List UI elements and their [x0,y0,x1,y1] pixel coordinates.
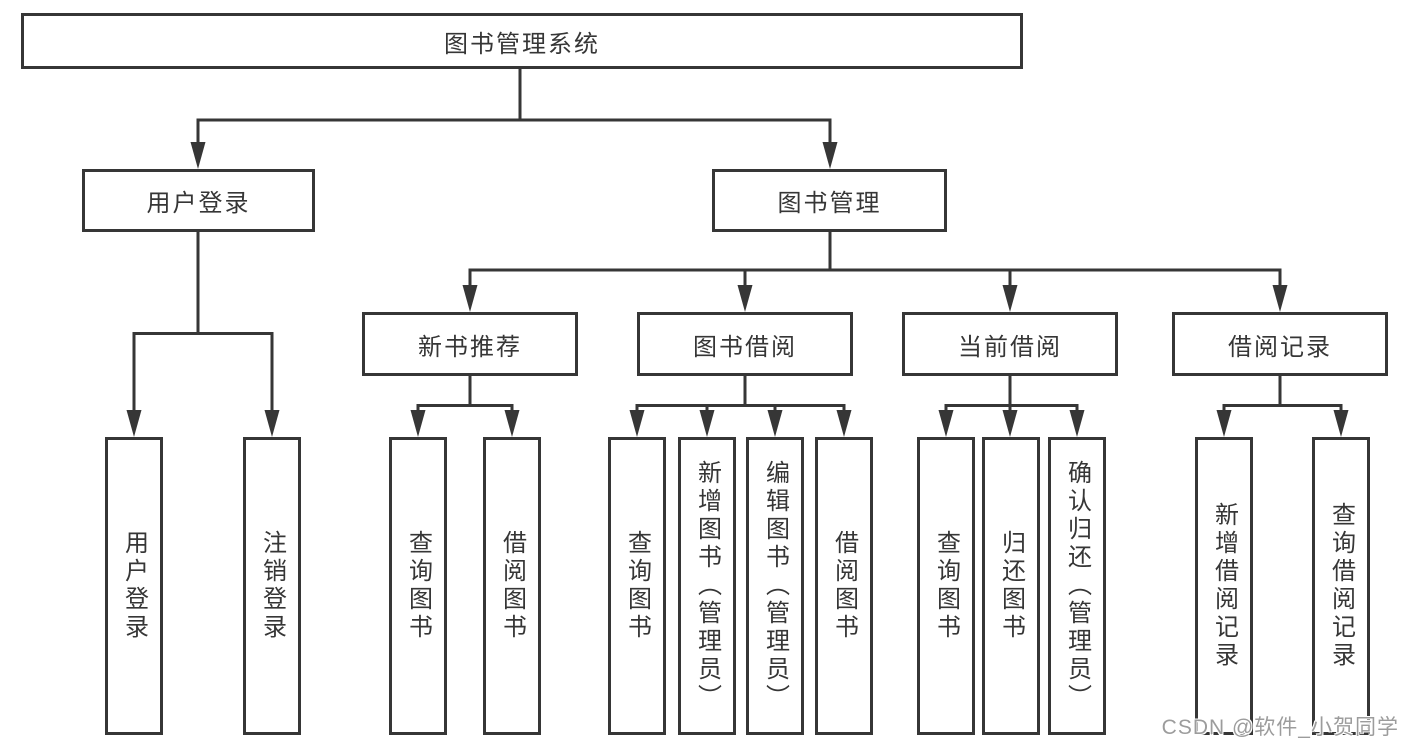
leaf-confirm-return-admin-label: 确认归还（管理员） [1063,460,1091,712]
node-root: 图书管理系统 [21,13,1023,69]
leaf-user-login-label: 用户登录 [120,530,148,642]
leaf-borrow-books-recommend: 借阅图书 [483,437,541,735]
leaf-query-books-recommend-label: 查询图书 [404,530,432,642]
leaf-query-books-borrow: 查询图书 [608,437,666,735]
node-book-borrowing: 图书借阅 [637,312,853,376]
leaf-query-borrow-record-label: 查询借阅记录 [1327,502,1355,670]
node-book-borrowing-label: 图书借阅 [693,333,797,361]
leaf-return-book-label: 归还图书 [997,530,1025,642]
node-book-management: 图书管理 [712,169,947,232]
leaf-query-books-current: 查询图书 [917,437,975,735]
node-user-login: 用户登录 [82,169,315,232]
arrowheads [126,142,1349,437]
node-borrowing-records: 借阅记录 [1172,312,1388,376]
node-user-login-label: 用户登录 [146,190,251,217]
node-current-borrowing: 当前借阅 [902,312,1118,376]
node-new-book-recommend: 新书推荐 [362,312,578,376]
node-current-borrowing-label: 当前借阅 [958,333,1062,361]
leaf-return-book: 归还图书 [982,437,1040,735]
leaf-edit-book-admin-label: 编辑图书（管理员） [761,460,789,712]
leaf-query-books-current-label: 查询图书 [932,530,960,642]
leaf-query-books-borrow-label: 查询图书 [623,530,651,642]
node-book-management-label: 图书管理 [777,190,882,217]
watermark: CSDN @软件_小贺同学 [1161,716,1399,739]
node-new-book-recommend-label: 新书推荐 [418,333,522,361]
leaf-borrow-books: 借阅图书 [815,437,873,735]
leaf-confirm-return-admin: 确认归还（管理员） [1048,437,1106,735]
leaf-user-login: 用户登录 [105,437,163,735]
leaf-edit-book-admin: 编辑图书（管理员） [746,437,804,735]
leaf-add-book-admin: 新增图书（管理员） [678,437,736,735]
leaf-add-borrow-record-label: 新增借阅记录 [1210,502,1238,670]
leaf-add-borrow-record: 新增借阅记录 [1195,437,1253,735]
leaf-borrow-books-label: 借阅图书 [830,530,858,642]
leaf-borrow-books-recommend-label: 借阅图书 [498,530,526,642]
leaf-logout-login-label: 注销登录 [258,530,286,642]
node-root-label: 图书管理系统 [444,30,600,58]
leaf-query-books-recommend: 查询图书 [389,437,447,735]
node-borrowing-records-label: 借阅记录 [1228,333,1332,361]
leaf-query-borrow-record: 查询借阅记录 [1312,437,1370,735]
leaf-add-book-admin-label: 新增图书（管理员） [693,460,721,712]
leaf-logout-login: 注销登录 [243,437,301,735]
